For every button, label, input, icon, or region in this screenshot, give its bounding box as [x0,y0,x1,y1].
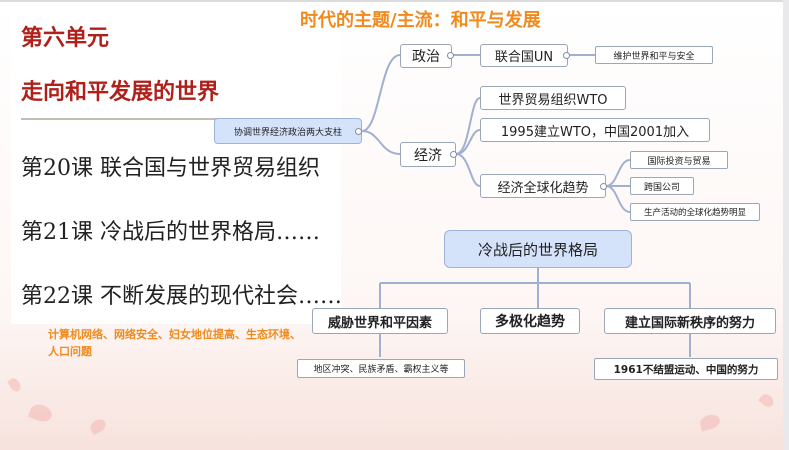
lesson-21: 第21课 冷战后的世界格局…… [21,220,320,245]
mindmap-root[interactable]: 协调世界经济政治两大支柱 [214,118,362,144]
node-politics-label: 政治 [412,49,440,65]
node-wto-history[interactable]: 1995建立WTO，中国2001加入 [480,118,710,142]
node-wto-history-label: 1995建立WTO，中国2001加入 [500,124,690,140]
collapse-toggle-icon[interactable] [563,52,570,59]
node-threats[interactable]: 威胁世界和平因素 [312,308,448,334]
collapse-toggle-icon[interactable] [450,151,457,158]
slide-title: 时代的主题/主流：和平与发展 [300,10,541,31]
node-multipolar[interactable]: 多极化趋势 [480,308,580,334]
node-new-order-label: 建立国际新秩序的努力 [624,315,755,331]
right-border [783,0,789,450]
node-threat-detail[interactable]: 地区冲突、民族矛盾、霸权主义等 [297,359,465,378]
unit-title: 走向和平发展的世界 [21,79,220,105]
node-un[interactable]: 联合国UN [480,44,568,67]
node-un-goal[interactable]: 维护世界和平与安全 [595,46,713,64]
node-threat-detail-label: 地区冲突、民族矛盾、霸权主义等 [313,365,449,375]
collapse-toggle-icon[interactable] [355,128,362,135]
node-production-global-label: 生产活动的全球化趋势明显 [643,208,746,218]
unit-number: 第六单元 [21,25,110,51]
node-un-label: 联合国UN [494,50,554,65]
lesson-22: 第22课 不断发展的现代社会…… [21,284,342,309]
node-multinationals[interactable]: 跨国公司 [630,177,694,195]
node-order-detail-label: 1961不结盟运动、中国的努力 [613,363,759,376]
divider-rule [21,118,341,120]
node-wto-label: 世界贸易组织WTO [498,92,608,108]
node-globalization-label: 经济全球化趋势 [497,180,589,196]
node-economy-label: 经济 [414,147,442,164]
node-new-order[interactable]: 建立国际新秩序的努力 [604,308,776,334]
node-threats-label: 威胁世界和平因素 [327,315,432,331]
node-order-detail[interactable]: 1961不结盟运动、中国的努力 [594,358,778,380]
collapse-toggle-icon[interactable] [447,52,454,59]
node-un-goal-label: 维护世界和平与安全 [613,51,695,62]
mindmap-root-label: 协调世界经济政治两大支柱 [233,127,342,138]
node-production-global[interactable]: 生产活动的全球化趋势明显 [630,203,760,221]
node-multinationals-label: 跨国公司 [643,182,680,193]
bottom-note: 计算机网络、网络安全、妇女地位提高、生态环境、人口问题 [48,328,301,358]
lesson-20: 第20课 联合国与世界贸易组织 [21,156,320,181]
lesson-panel: 第六单元 走向和平发展的世界 第20课 联合国与世界贸易组织 第21课 冷战后的… [11,6,342,324]
node-multipolar-label: 多极化趋势 [495,314,565,330]
node-globalization[interactable]: 经济全球化趋势 [480,174,606,198]
node-wto[interactable]: 世界贸易组织WTO [480,86,626,110]
node-investment-trade[interactable]: 国际投资与贸易 [630,151,728,169]
node-economy[interactable]: 经济 [400,142,456,167]
node-cold-war[interactable]: 冷战后的世界格局 [444,230,632,268]
node-cold-war-label: 冷战后的世界格局 [477,240,598,259]
collapse-toggle-icon[interactable] [600,183,607,190]
node-politics[interactable]: 政治 [400,44,452,68]
top-border [0,0,789,2]
node-investment-trade-label: 国际投资与贸易 [647,156,711,167]
